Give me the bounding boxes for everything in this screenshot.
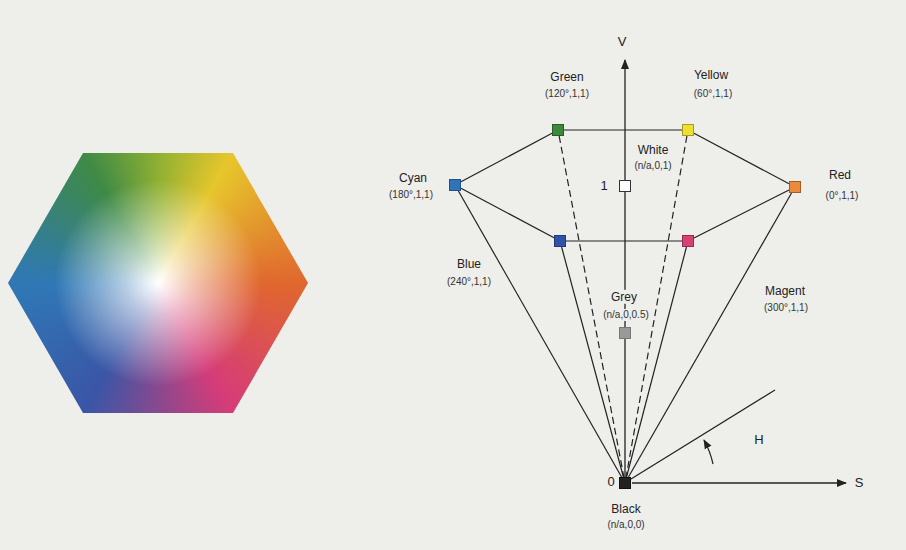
hsv-values: (120°,1,1) bbox=[543, 88, 591, 100]
hsv-values: (n/a,0,0.5) bbox=[601, 309, 651, 321]
color-point: Black(n/a,0,0) bbox=[619, 477, 631, 489]
color-point: Red(0°,1,1) bbox=[789, 181, 801, 193]
dashed-cone-edge bbox=[559, 136, 624, 477]
hsv-values: (60°,1,1) bbox=[692, 88, 734, 100]
cone-edge bbox=[694, 190, 789, 238]
cone-edge bbox=[694, 133, 789, 184]
cone-edge bbox=[461, 133, 552, 182]
s-axis bbox=[632, 482, 846, 483]
dashed-cone-edge bbox=[626, 136, 687, 477]
color-point: Blue(240°,1,1) bbox=[554, 235, 566, 247]
color-name: Green bbox=[548, 70, 585, 84]
color-name: White bbox=[636, 143, 671, 157]
hue-arc bbox=[704, 440, 713, 464]
cone-edge bbox=[461, 188, 554, 238]
hsv-values: (n/a,0,0) bbox=[605, 519, 646, 531]
color-point: Yellow(60°,1,1) bbox=[682, 124, 694, 136]
cone-edge bbox=[628, 193, 791, 477]
color-point: Cyan(180°,1,1) bbox=[449, 179, 461, 191]
color-point: Magent(300°,1,1) bbox=[682, 235, 694, 247]
color-name: Cyan bbox=[397, 171, 429, 185]
axis-label: S bbox=[853, 475, 866, 491]
cone-edge bbox=[564, 129, 682, 130]
color-name: Grey bbox=[609, 290, 639, 304]
color-name: Black bbox=[609, 502, 642, 516]
color-name: Yellow bbox=[692, 68, 730, 82]
color-name: Blue bbox=[455, 257, 483, 271]
hsv-values: (0°,1,1) bbox=[824, 190, 861, 202]
cone-edge bbox=[627, 247, 687, 477]
cone-edge bbox=[566, 240, 682, 241]
color-name: Magent bbox=[763, 284, 807, 298]
color-point: Green(120°,1,1) bbox=[552, 124, 564, 136]
axis-label: H bbox=[752, 432, 765, 448]
v-axis bbox=[624, 60, 625, 478]
axis-label: 0 bbox=[605, 474, 616, 490]
color-point: Grey(n/a,0,0.5) bbox=[619, 327, 631, 339]
hsv-values: (300°,1,1) bbox=[762, 302, 810, 314]
axis-label: V bbox=[616, 34, 629, 50]
hsv-color-hexagon bbox=[8, 153, 308, 413]
hsv-values: (240°,1,1) bbox=[445, 276, 493, 288]
color-name: Red bbox=[827, 168, 853, 182]
hsv-values: (180°,1,1) bbox=[387, 189, 435, 201]
cone-edge bbox=[562, 247, 624, 477]
hsv-values: (n/a,0,1) bbox=[632, 160, 673, 172]
color-point: White(n/a,0,1) bbox=[619, 180, 631, 192]
axis-label: 1 bbox=[598, 178, 609, 194]
